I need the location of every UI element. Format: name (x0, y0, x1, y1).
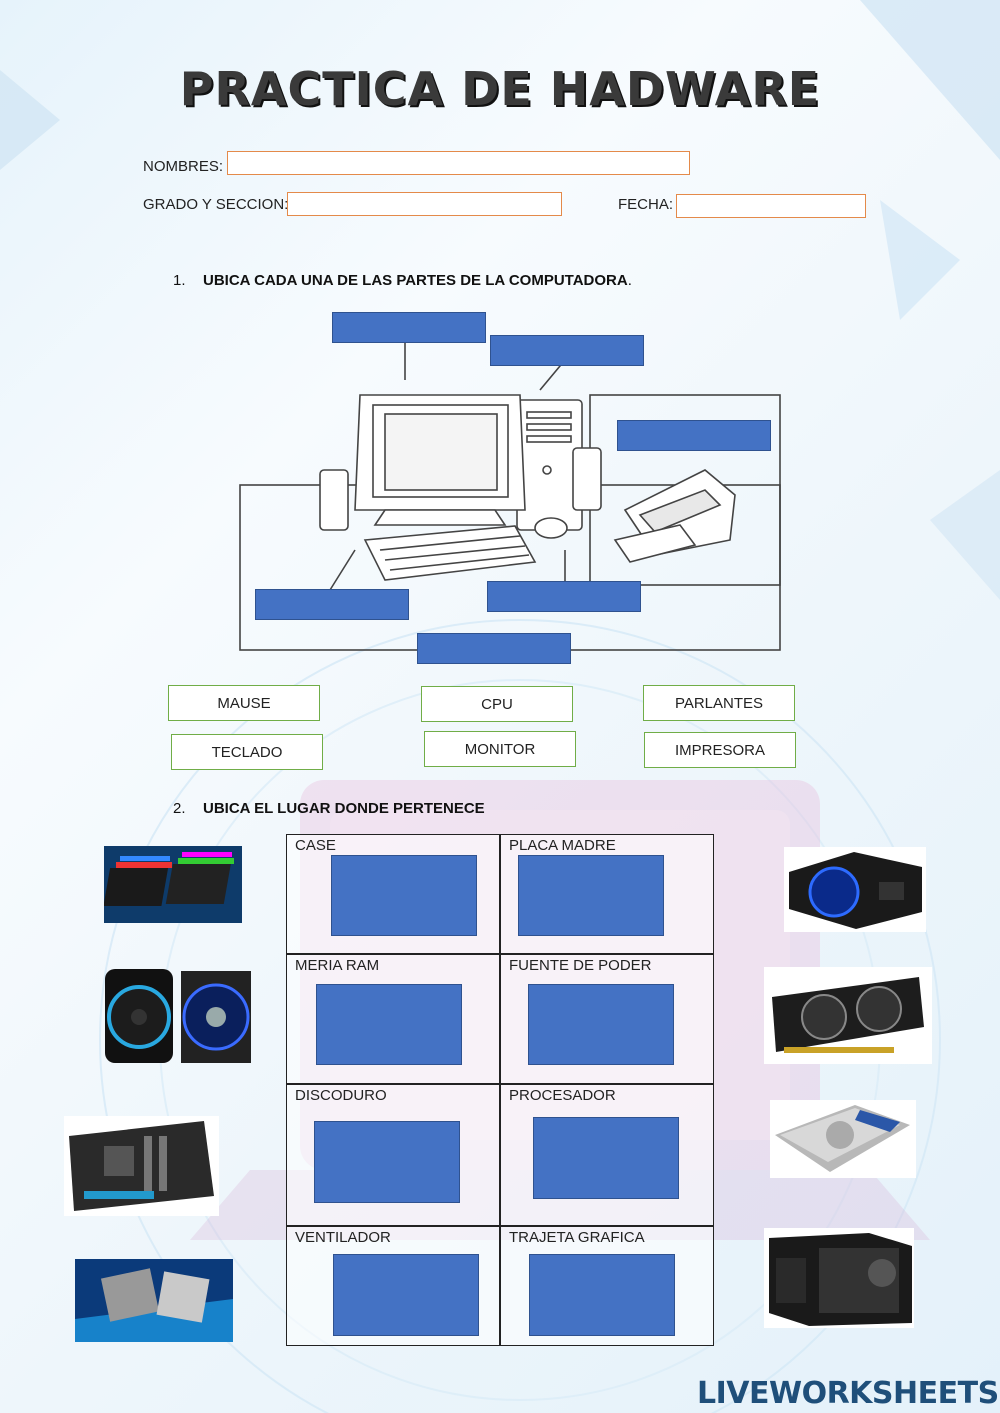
grado-label: GRADO Y SECCION: (143, 196, 289, 213)
power-supply-image[interactable] (784, 847, 926, 932)
drop-zone-speakers[interactable] (417, 633, 571, 664)
section-1-number: 1. (173, 272, 186, 289)
fecha-label: FECHA: (618, 196, 674, 213)
cell-label-placa-madre: PLACA MADRE (509, 837, 616, 854)
drop-zone-mouse[interactable] (487, 581, 641, 612)
drop-zone-fuente-de-poder[interactable] (528, 984, 674, 1065)
liveworksheets-logo: LIVEWORKSHEETS (697, 1376, 999, 1411)
table-row-divider (286, 953, 714, 955)
drop-zone-disco-duro[interactable] (314, 1121, 460, 1203)
ram-memory-image[interactable] (104, 846, 242, 923)
cell-label-ventilador: VENTILADOR (295, 1229, 391, 1246)
graphics-card-image[interactable] (764, 967, 932, 1064)
section-2-text: UBICA EL LUGAR DONDE PERTENECE (203, 800, 485, 817)
section-2-number: 2. (173, 800, 186, 817)
computer-case-image[interactable] (764, 1228, 914, 1328)
cell-label-memoria-ram: MERIA RAM (295, 957, 380, 974)
cell-label-case: CASE (295, 837, 336, 854)
fecha-field[interactable] (676, 194, 866, 218)
table-row-divider (286, 1083, 714, 1085)
section-2-instruction: 2. UBICA EL LUGAR DONDE PERTENECE (173, 800, 485, 817)
computer-setup-image (239, 340, 781, 651)
cell-label-tarjeta-grafica: TRAJETA GRAFICA (509, 1229, 645, 1246)
drop-zone-case[interactable] (331, 855, 477, 936)
grado-field[interactable] (287, 192, 562, 216)
drop-zone-keyboard[interactable] (255, 589, 409, 620)
processors-image[interactable] (75, 1259, 233, 1342)
drop-zone-monitor[interactable] (332, 312, 486, 343)
page-title: PRACTICA DE HADWARE (179, 62, 821, 116)
hard-drive-image[interactable] (770, 1100, 916, 1178)
drop-zone-memoria-ram[interactable] (316, 984, 462, 1065)
drop-zone-ventilador[interactable] (333, 1254, 479, 1336)
motherboard-image[interactable] (64, 1116, 219, 1216)
nombres-label: NOMBRES: (143, 158, 224, 175)
word-mause[interactable]: MAUSE (168, 685, 320, 721)
section-1-text: UBICA CADA UNA DE LAS PARTES DE LA COMPU… (203, 272, 628, 289)
section-1-period: . (627, 272, 632, 289)
table-row-divider (286, 1225, 714, 1227)
word-monitor[interactable]: MONITOR (424, 731, 576, 767)
nombres-field[interactable] (227, 151, 690, 175)
drop-zone-tarjeta-grafica[interactable] (529, 1254, 675, 1336)
table-divider (499, 834, 501, 1346)
cell-label-procesador: PROCESADOR (509, 1087, 616, 1104)
cell-label-fuente-de-poder: FUENTE DE PODER (509, 957, 652, 974)
word-parlantes[interactable]: PARLANTES (643, 685, 795, 721)
word-cpu[interactable]: CPU (421, 686, 573, 722)
drop-zone-placa-madre[interactable] (518, 855, 664, 936)
drop-zone-procesador[interactable] (533, 1117, 679, 1199)
drop-zone-printer[interactable] (617, 420, 771, 451)
cell-label-disco-duro: DISCODURO (295, 1087, 387, 1104)
drop-zone-cpu[interactable] (490, 335, 644, 366)
word-impresora[interactable]: IMPRESORA (644, 732, 796, 768)
word-teclado[interactable]: TECLADO (171, 734, 323, 770)
cooling-fans-image[interactable] (103, 967, 253, 1067)
section-1-instruction: 1. UBICA CADA UNA DE LAS PARTES DE LA COM… (173, 272, 632, 289)
